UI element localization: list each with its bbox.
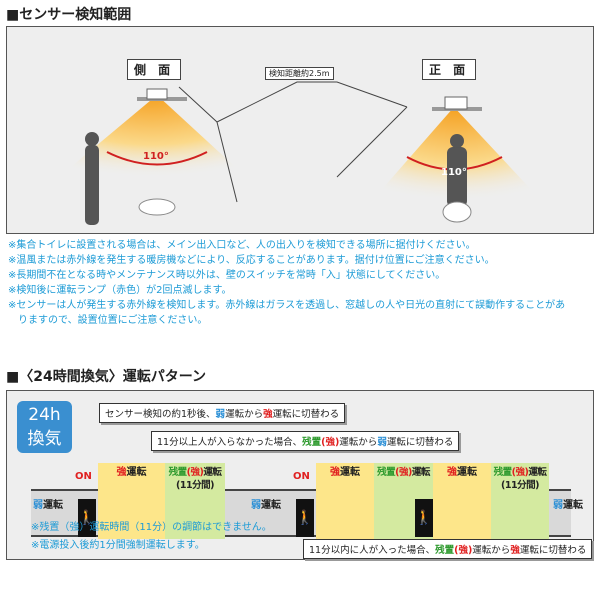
residual-block: 残置(強)運転(11分間) (165, 463, 225, 539)
section-title-sensor-range: ■センサー検知範囲 (6, 7, 132, 23)
weak-label: 弱運転 (553, 500, 583, 511)
section-title-operation-pattern: ■〈24時間換気〉運転パターン (6, 369, 207, 385)
side-angle-label: 110° (143, 151, 169, 162)
note: ※集合トイレに設置される場合は、メイン出入口など、人の出入りを検知できる場所に据… (8, 240, 476, 251)
callout-no-entry: 11分以上人が入らなかった場合、残置(強)運転から弱運転に切替わる (151, 431, 460, 451)
on-label: ON (75, 471, 92, 482)
distance-label: 検知距離約2.5m (265, 67, 334, 80)
note: ※温風または赤外線を発生する暖房機などにより、反応することがあります。据付け位置… (8, 255, 495, 266)
strong-block: 強運転 (316, 463, 374, 539)
strong-block: 強運転 (98, 463, 165, 539)
callout-sensor-switch: センサー検知の約1秒後、弱運転から強運転に切替わる (99, 403, 346, 423)
strong-block: 強運転 (433, 463, 491, 539)
on-label: ON (293, 471, 310, 482)
badge-line: 24h (28, 405, 61, 425)
note: ※センサーは人が発生する赤外線を検知します。赤外線はガラスを透過し、窓越しの人や… (8, 300, 566, 311)
badge-line: 換気 (27, 429, 62, 449)
front-view-label: 正 面 (422, 59, 477, 80)
note: ※検知後に運転ランプ（赤色）が2回点滅します。 (8, 285, 232, 296)
front-angle-label: 110° (441, 167, 467, 178)
weak-label: 弱運転 (33, 500, 63, 511)
note: ※長期間不在となる時やメンテナンス時以外は、壁のスイッチを常時「入」状態にしてく… (8, 270, 446, 281)
person-door-icon: 🚶 (296, 499, 314, 537)
callout-entry-within: 11分以内に人が入った場合、残置(強)運転から強運転に切替わる (303, 539, 593, 559)
note: りますので、設置位置にご注意ください。 (8, 315, 208, 326)
footnote: ※残置（強）運転時間（11分）の調節はできません。 (31, 522, 272, 533)
sensor-illustration (47, 81, 552, 225)
24h-ventilation-badge: 24h 換気 (17, 401, 72, 453)
residual-block: 残置(強)運転(11分間) (491, 463, 549, 539)
sensor-range-diagram: 側 面 正 面 検知距離約2.5m 110° 110° (6, 26, 594, 234)
person-door-icon: 🚶 (415, 499, 433, 537)
person-door-icon: 🚶 (78, 499, 96, 537)
side-view-label: 側 面 (127, 59, 182, 80)
weak-label: 弱運転 (251, 500, 281, 511)
notes-list: ※集合トイレに設置される場合は、メイン出入口など、人の出入りを検知できる場所に据… (8, 238, 565, 328)
footnote: ※電源投入後約1分間強制運転します。 (31, 540, 205, 551)
